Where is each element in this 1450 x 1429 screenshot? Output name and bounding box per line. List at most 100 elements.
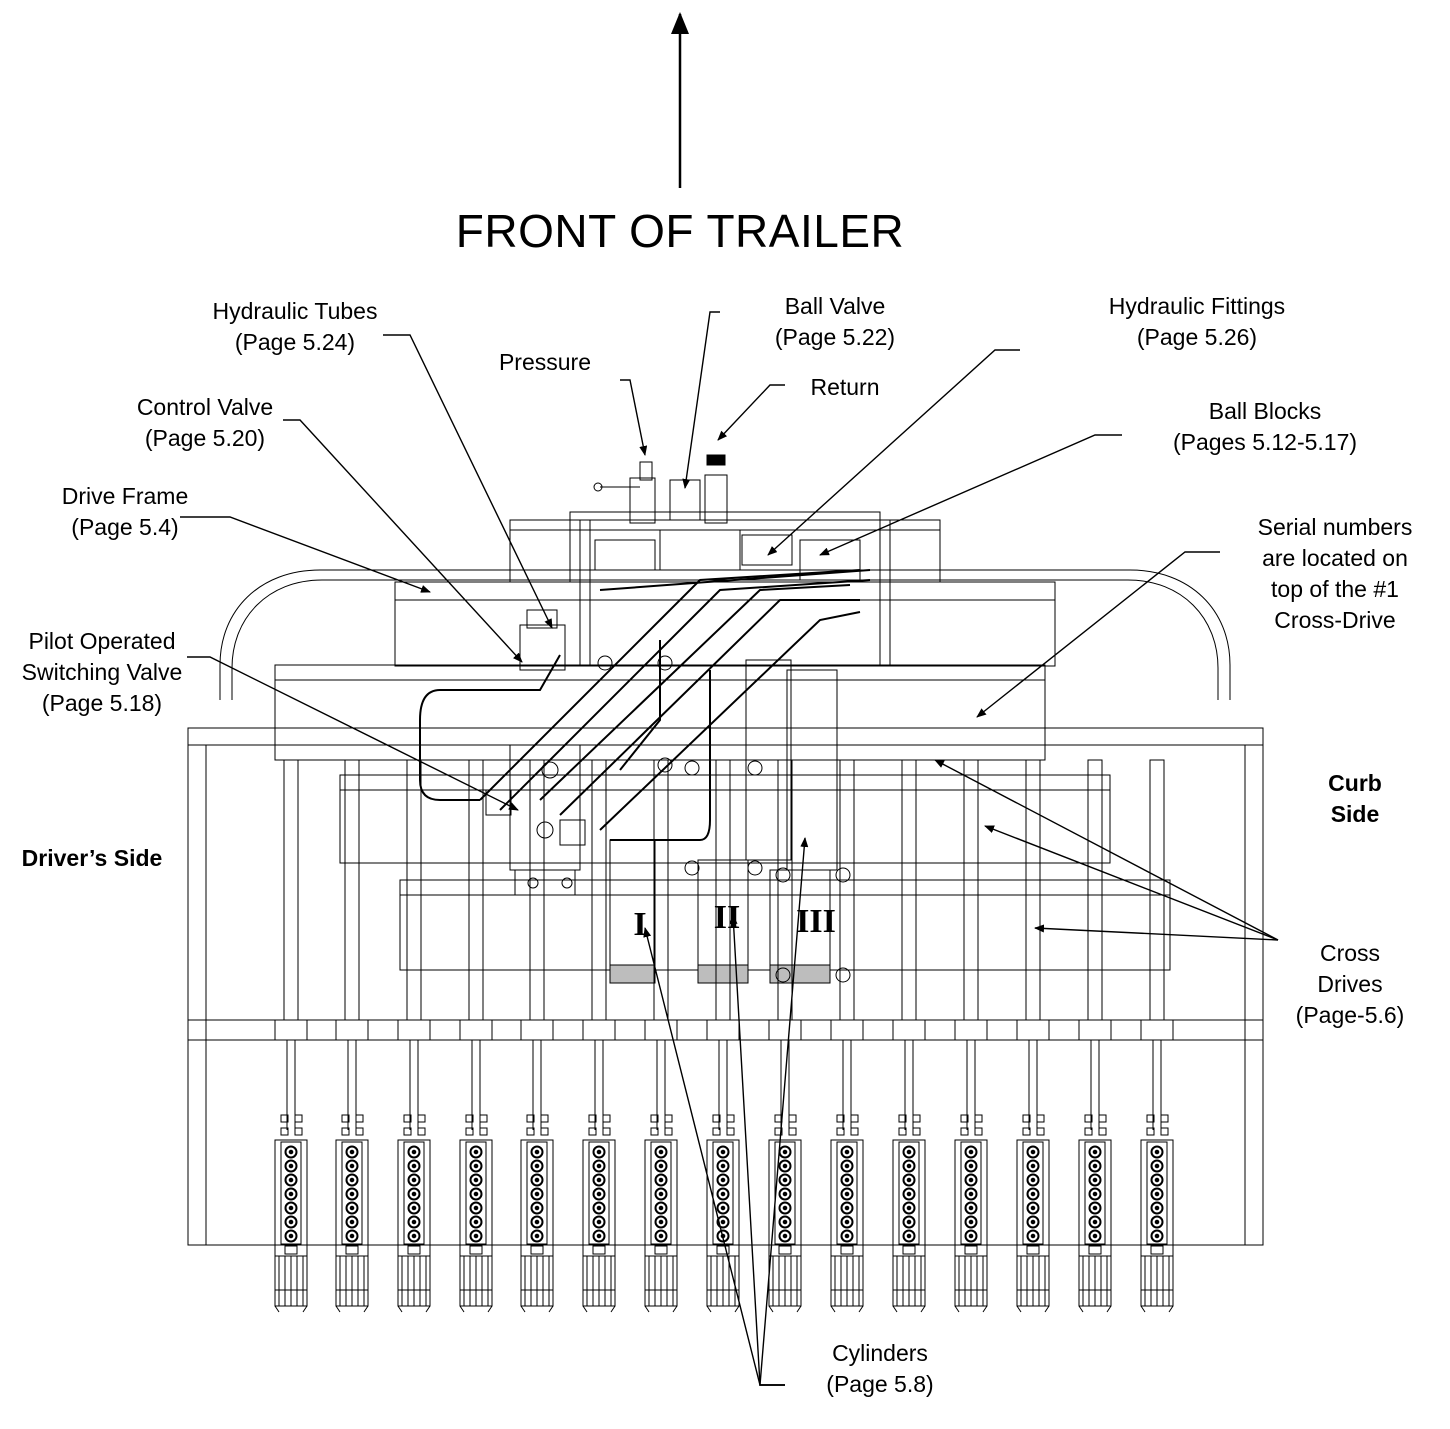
fitting-dot	[534, 1205, 540, 1211]
fitting-ring	[469, 1201, 483, 1215]
tube	[559, 599, 860, 816]
fitting-ring	[407, 1187, 421, 1201]
label-control-valve: Control Valve (Page 5.20)	[105, 392, 305, 454]
fitting-dot	[968, 1219, 974, 1225]
fitting-dot	[473, 1149, 479, 1155]
label-line: (Page 5.20)	[144, 425, 266, 451]
fitting-dot	[1030, 1149, 1036, 1155]
pressure-cap	[639, 461, 653, 481]
bolt-square	[341, 1127, 350, 1136]
tube	[419, 689, 480, 801]
fitting-dot	[720, 1149, 726, 1155]
fitting-ring	[407, 1159, 421, 1173]
tube	[479, 569, 861, 801]
fitting-dot	[411, 1233, 417, 1239]
bolt-square	[912, 1127, 921, 1136]
fitting-dot	[1030, 1177, 1036, 1183]
bolt-square	[1146, 1127, 1155, 1136]
fitting-dot	[473, 1205, 479, 1211]
fitting-ring	[530, 1229, 544, 1243]
fitting-ring	[1088, 1187, 1102, 1201]
bolt-square	[540, 1127, 549, 1136]
fitting-dot	[288, 1149, 294, 1155]
fitting-dot	[906, 1233, 912, 1239]
label-line: Cylinders	[832, 1340, 928, 1366]
fitting-dot	[596, 1177, 602, 1183]
fitting-dot	[968, 1191, 974, 1197]
cylinder-rod	[406, 759, 422, 1021]
fitting-ring	[1026, 1159, 1040, 1173]
cylinder	[1078, 1114, 1112, 1313]
label-line: Curb	[1328, 770, 1382, 796]
bolt-square	[1098, 1127, 1107, 1136]
return-port	[704, 474, 728, 524]
bolt-square	[1022, 1114, 1031, 1123]
fitting-ring	[964, 1173, 978, 1187]
cylinder	[644, 1114, 678, 1313]
cylinder-block	[898, 1141, 920, 1245]
label-line: Driver’s Side	[21, 845, 163, 871]
fitting-dot	[411, 1219, 417, 1225]
cylinder	[274, 1114, 308, 1313]
tube	[599, 569, 871, 591]
tube	[440, 654, 561, 691]
bolt-square	[540, 1114, 549, 1123]
label-line: (Page 5.8)	[826, 1371, 934, 1397]
fitting-ring	[840, 1145, 854, 1159]
leader-line	[187, 656, 519, 811]
fitting-ring	[1150, 1229, 1164, 1243]
bolt-square	[1084, 1114, 1093, 1123]
fitting-dot	[1154, 1205, 1160, 1211]
bolt-square	[602, 1114, 611, 1123]
pilot-valve-base	[514, 869, 576, 896]
extension-tip	[734, 1305, 740, 1313]
label-hydraulic-fittings: Hydraulic Fittings (Page 5.26)	[1082, 291, 1312, 353]
bolt-circle	[597, 655, 613, 671]
bolt-square	[1160, 1127, 1169, 1136]
cylinder-foot	[407, 1245, 421, 1255]
fitting-ring	[654, 1159, 668, 1173]
pilot-valve-port	[541, 761, 559, 779]
fitting-ring	[778, 1215, 792, 1229]
fitting-ring	[469, 1159, 483, 1173]
fitting-ring	[1026, 1173, 1040, 1187]
fitting-dot	[411, 1205, 417, 1211]
bolt-square	[465, 1127, 474, 1136]
fitting-dot	[906, 1219, 912, 1225]
fitting-dot	[658, 1191, 664, 1197]
fitting-ring	[902, 1229, 916, 1243]
cylinder-foot	[284, 1245, 298, 1255]
label-line: Hydraulic Fittings	[1108, 293, 1286, 319]
drive-frame-top	[509, 519, 941, 583]
fitting-ring	[654, 1229, 668, 1243]
fitting-dot	[844, 1219, 850, 1225]
fitting-dot	[844, 1191, 850, 1197]
drive-numeral: II	[714, 899, 740, 936]
fitting-ring	[592, 1145, 606, 1159]
cylinder-block	[280, 1141, 302, 1245]
extension-tip	[954, 1305, 960, 1313]
rod-collar	[644, 1019, 678, 1041]
fitting-ring	[1026, 1187, 1040, 1201]
fitting-ring	[964, 1215, 978, 1229]
bolt-square	[712, 1127, 721, 1136]
fitting-dot	[288, 1177, 294, 1183]
rod-collar	[1078, 1019, 1112, 1041]
drive-numeral: III	[796, 903, 836, 940]
fitting-ring	[840, 1215, 854, 1229]
fitting-dot	[1030, 1233, 1036, 1239]
fitting-dot	[349, 1219, 355, 1225]
bolt-square	[355, 1127, 364, 1136]
fitting-ring	[592, 1173, 606, 1187]
tube	[599, 611, 861, 831]
bolt-square	[403, 1114, 412, 1123]
fitting-ring	[840, 1173, 854, 1187]
fitting-ring	[1150, 1173, 1164, 1187]
fitting-ring	[407, 1201, 421, 1215]
fitting-ring	[284, 1173, 298, 1187]
fitting-dot	[782, 1177, 788, 1183]
pilot-valve-port	[536, 821, 554, 839]
fitting-ring	[654, 1215, 668, 1229]
fitting-dot	[968, 1233, 974, 1239]
fitting-ring	[345, 1159, 359, 1173]
